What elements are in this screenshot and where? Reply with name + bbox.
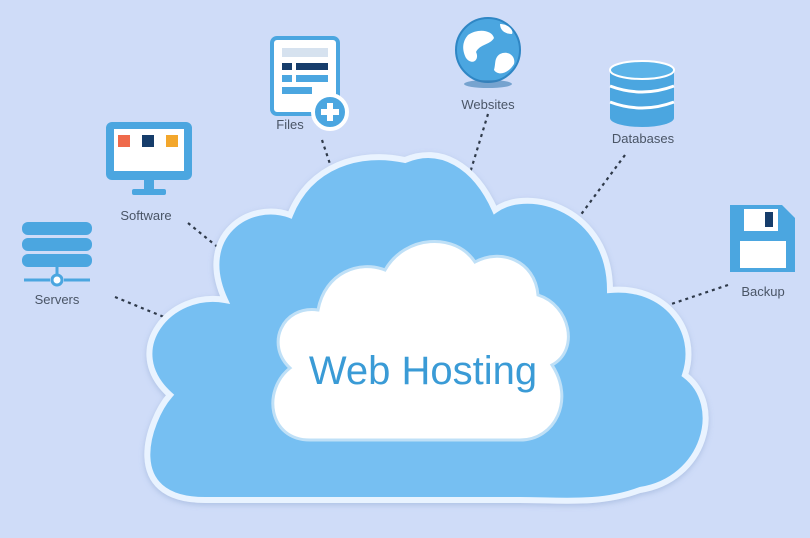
- connector-files: [320, 139, 368, 273]
- node-label-websites: Websites: [461, 97, 515, 112]
- monitor-icon: [106, 122, 192, 195]
- database-icon: [609, 60, 675, 127]
- center-label: Web Hosting: [309, 349, 537, 393]
- globe-icon: [455, 17, 521, 88]
- node-label-servers: Servers: [35, 292, 80, 307]
- floppy-disk-icon: [730, 205, 795, 272]
- inner-cloud: Web Hosting: [271, 240, 570, 442]
- node-label-files: Files: [276, 117, 304, 132]
- node-label-backup: Backup: [741, 284, 784, 299]
- inner-cloud-shape: [271, 240, 570, 442]
- node-label-databases: Databases: [612, 131, 675, 146]
- node-label-software: Software: [120, 208, 171, 223]
- server-stack-icon: [22, 222, 92, 287]
- file-add-icon: [270, 36, 349, 131]
